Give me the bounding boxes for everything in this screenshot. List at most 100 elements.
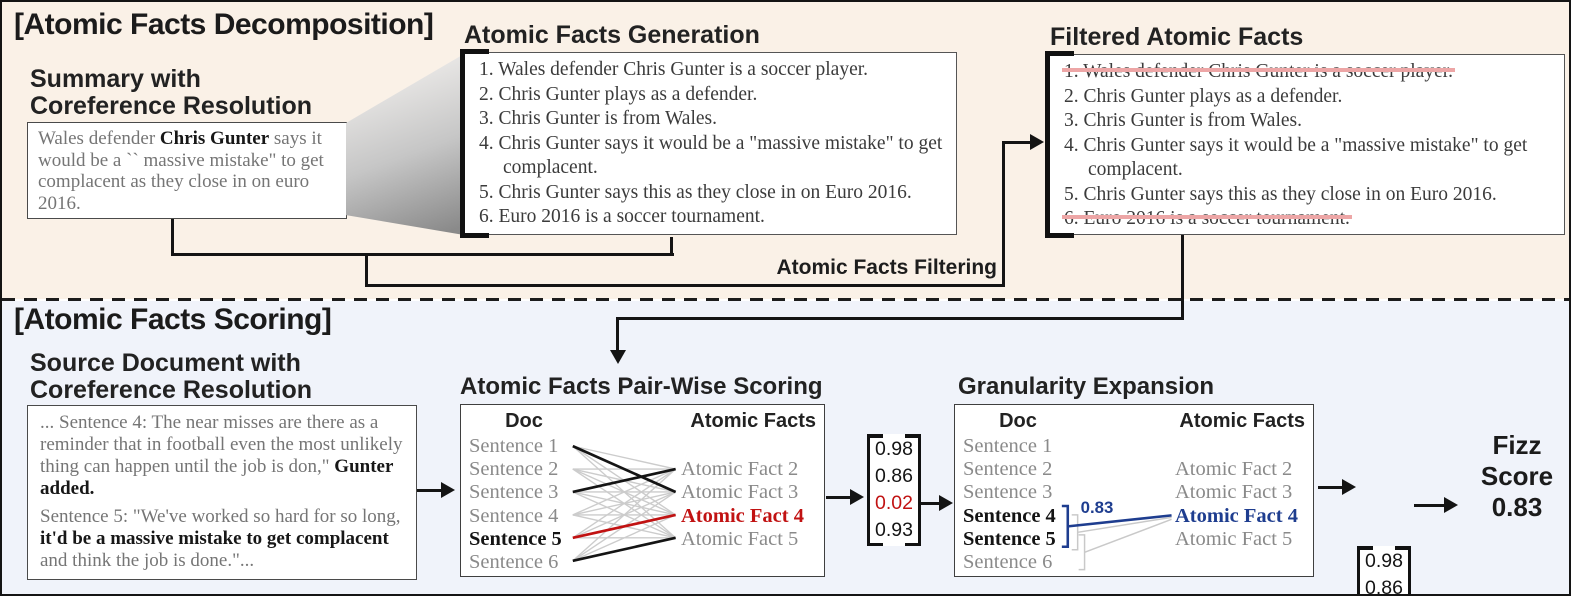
vector-value: 0.98 — [875, 438, 913, 460]
source-heading: Source Document with Coreference Resolut… — [30, 350, 312, 404]
fact-text: 5. Chris Gunter says this as they close … — [1064, 183, 1497, 205]
arrow-granularity-to-vector2-line — [1318, 486, 1342, 489]
arrow-source-to-pairwise-line — [417, 489, 441, 492]
pairwise-facts-header: Atomic Facts — [690, 410, 816, 432]
filtered-heading: Filtered Atomic Facts — [1050, 23, 1304, 51]
fact-item: 3. Chris Gunter is from Wales. — [1064, 109, 1556, 134]
arrowhead-into-filtered-box — [1030, 134, 1044, 150]
fizz-line2: Score — [1480, 461, 1554, 491]
fact-text: 3. Chris Gunter is from Wales. — [1064, 110, 1302, 131]
connector-filtered-down — [1181, 235, 1184, 320]
doc-sentence-item: Sentence 4 — [469, 504, 559, 527]
generation-facts-list: 1. Wales defender Chris Gunter is a socc… — [463, 53, 956, 230]
fact-item: 5. Chris Gunter says this as they close … — [479, 181, 948, 206]
fizz-line3: 0.83 — [1491, 492, 1543, 522]
doc-sentence-item: Sentence 5 — [469, 527, 562, 550]
doc-sentence-item: Sentence 6 — [469, 551, 559, 573]
fact-text: 3. Chris Gunter is from Wales. — [479, 108, 717, 129]
filtered-facts-list: 1. Wales defender Chris Gunter is a socc… — [1048, 55, 1564, 232]
atomic-fact-item: Atomic Fact 3 — [1175, 481, 1293, 504]
filtered-box: 1. Wales defender Chris Gunter is a socc… — [1045, 51, 1565, 238]
fact-item: 6. Euro 2016 is a soccer tournament. — [479, 205, 948, 230]
fact-text: 2. Chris Gunter plays as a defender. — [479, 83, 758, 105]
pairwise-doc-header: Doc — [505, 410, 543, 432]
fact-item: 4. Chris Gunter says it would be a "mass… — [1064, 134, 1556, 183]
fact-item-struck: 1. Wales defender Chris Gunter is a socc… — [1064, 60, 1556, 85]
atomic-fact-item: Atomic Fact 5 — [681, 527, 799, 550]
fact-text: 6. Euro 2016 is a soccer tournament. — [1064, 208, 1350, 229]
summary-heading-line1: Summary with — [30, 65, 201, 93]
atomic-fact-item: Atomic Fact 4 — [681, 504, 804, 527]
connector-filtering-into-box — [1002, 141, 1032, 144]
atomic-fact-item: Atomic Fact 3 — [681, 481, 799, 504]
fact-text: 5. Chris Gunter says this as they close … — [479, 181, 912, 203]
arrowhead-into-pairwise — [610, 350, 626, 364]
arrowhead-pairwise-to-vector1 — [850, 489, 864, 505]
granularity-facts-header: Atomic Facts — [1179, 410, 1305, 432]
connector-generation-down — [670, 237, 673, 256]
fact-item: 2. Chris Gunter plays as a defender. — [1064, 85, 1556, 110]
body-text: ... Sentence 4: The near misses are ther… — [40, 412, 403, 477]
summary-heading: Summary with Coreference Resolution — [30, 66, 312, 120]
connector-filtering-horizontal — [365, 284, 1005, 287]
fact-item: 1. Wales defender Chris Gunter is a socc… — [479, 58, 948, 83]
atomic-fact-item: Atomic Fact 4 — [1175, 504, 1298, 527]
doc-sentence-item: Sentence 4 — [963, 504, 1056, 527]
granularity-doc-header: Doc — [999, 410, 1037, 432]
granularity-heading: Granularity Expansion — [958, 373, 1215, 400]
source-heading-line2: Coreference Resolution — [30, 376, 313, 404]
fizz-score-label: Fizz Score 0.83 — [1464, 430, 1569, 523]
generation-box: 1. Wales defender Chris Gunter is a socc… — [460, 49, 957, 238]
connector-scoring-down — [616, 317, 619, 352]
fact-text: 4. Chris Gunter says it would be a "mass… — [1064, 134, 1528, 181]
filtering-label: Atomic Facts Filtering — [776, 256, 997, 279]
arrow-pairwise-to-vector1-line — [826, 496, 850, 499]
connector-drop-vertical — [365, 253, 368, 287]
fact-item: 5. Chris Gunter says this as they close … — [1064, 183, 1556, 208]
vector-value: 0.93 — [875, 519, 913, 541]
arrowhead-source-to-pairwise — [441, 482, 455, 498]
vector-value: 0.02 — [875, 492, 913, 514]
arrowhead-granularity-to-vector2 — [1342, 479, 1356, 495]
connector-scoring-horizontal — [616, 317, 1184, 320]
body-text: Sentence 5: "We've worked so hard for so… — [40, 506, 401, 527]
emphasized-text: Gunter added. — [40, 456, 394, 499]
body-text: says it would be a `` massive mistake" t… — [38, 128, 324, 214]
doc-sentence-item: Sentence 3 — [469, 481, 559, 504]
body-text: and think the job is done."... — [40, 550, 255, 571]
atomic-fact-item: Atomic Fact 2 — [1175, 458, 1293, 481]
source-heading-line1: Source Document with — [30, 349, 301, 377]
doc-sentence-item: Sentence 6 — [963, 551, 1053, 573]
doc-sentence-item: Sentence 2 — [963, 458, 1053, 481]
arrow-vector2-to-fizz-line — [1414, 504, 1444, 507]
fact-item-struck: 6. Euro 2016 is a soccer tournament. — [1064, 207, 1556, 232]
source-paragraph-2: Sentence 5: "We've worked so hard for so… — [40, 506, 404, 572]
fact-item: 2. Chris Gunter plays as a defender. — [479, 83, 948, 108]
doc-sentence-item: Sentence 5 — [963, 527, 1056, 550]
vector-value: 0.98 — [1365, 550, 1403, 572]
connector-filtering-up — [1002, 142, 1005, 287]
fact-text: 1. Wales defender Chris Gunter is a socc… — [479, 59, 869, 80]
decomposition-title: [Atomic Facts Decomposition] — [14, 8, 434, 41]
fact-text: 4. Chris Gunter says it would be a "mass… — [479, 132, 943, 179]
pairwise-heading: Atomic Facts Pair-Wise Scoring — [460, 373, 823, 400]
body-text: Wales defender — [38, 128, 160, 149]
connector-merge-horizontal — [171, 253, 674, 256]
doc-sentence-item: Sentence 1 — [469, 435, 559, 457]
fizz-line1: Fizz — [1492, 430, 1542, 460]
fact-text: 2. Chris Gunter plays as a defender. — [1064, 85, 1343, 107]
fact-text: 1. Wales defender Chris Gunter is a socc… — [1064, 61, 1454, 82]
summary-text-box: Wales defender Chris Gunter says it woul… — [27, 122, 347, 219]
score-vector-2: 0.980.860.830.93 — [1357, 546, 1411, 594]
arrowhead-vector2-to-fizz — [1444, 497, 1458, 513]
atomic-fact-item: Atomic Fact 2 — [681, 458, 799, 481]
scoring-title: [Atomic Facts Scoring] — [14, 303, 332, 336]
doc-sentence-item: Sentence 1 — [963, 435, 1053, 457]
doc-sentence-item: Sentence 3 — [963, 481, 1053, 504]
source-paragraph-1: ... Sentence 4: The near misses are ther… — [40, 412, 404, 500]
doc-sentence-item: Sentence 2 — [469, 458, 559, 481]
